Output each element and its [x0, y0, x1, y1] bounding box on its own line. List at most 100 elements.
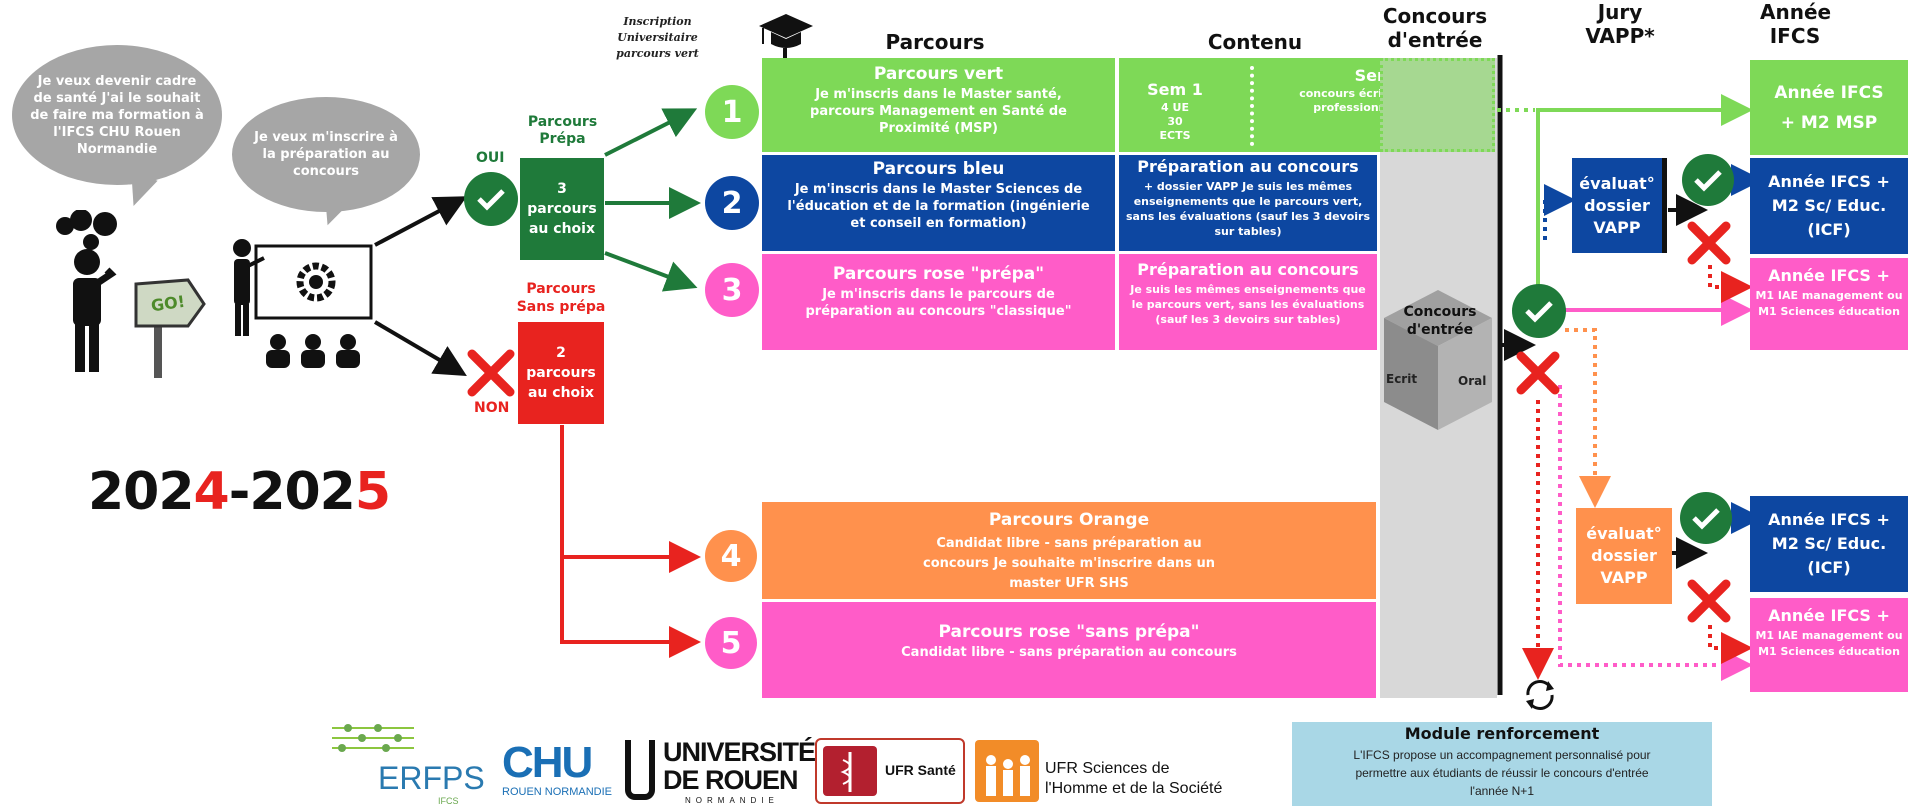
header-concours: Concours d'entrée: [1382, 4, 1488, 52]
annee-rose-2-title: Année IFCS +: [1768, 606, 1890, 625]
erfps-sub: IFCS: [438, 796, 459, 806]
vapp-box-1-label: évaluat° dossier VAPP: [1579, 173, 1655, 237]
chu-logo: CHU ROUEN NORMANDIE: [500, 740, 620, 806]
caduceus-icon: [840, 752, 852, 792]
number-circle-5: 5: [705, 617, 757, 669]
parcours-prepa-box: 3 parcours au choix: [520, 158, 604, 260]
univ-line1: UNIVERSITÉ: [663, 737, 816, 767]
parcours-rose-sans-prepa-title: Parcours rose "sans prépa": [938, 622, 1200, 642]
parcours-bleu-box: Parcours bleu Je m'inscris dans le Maste…: [762, 155, 1115, 251]
number-circle-3: 3: [705, 263, 759, 317]
ufr-sante-logo: UFR Santé: [815, 738, 965, 804]
annee-rose-1-box: Année IFCS + M1 IAE management ou M1 Sci…: [1750, 258, 1908, 350]
concours-success-check-icon: [1512, 284, 1566, 338]
oui-label: OUI: [476, 150, 505, 166]
number-circle-1: 1: [705, 85, 759, 139]
thinking-person-icon: [56, 210, 117, 372]
sem2-overlay: [1380, 58, 1495, 152]
parcours-orange-title: Parcours Orange: [988, 510, 1150, 530]
vapp-2-success-check-icon: [1680, 492, 1732, 544]
contenu-sem1: Sem 1 4 UE 30 ECTS: [1125, 80, 1225, 143]
ufr-sante-text: UFR Santé: [885, 762, 956, 778]
sem1-title: Sem 1: [1147, 80, 1203, 99]
speech-bubble-right: Je veux m'inscrire à la préparation au c…: [232, 97, 420, 212]
vapp-1-success-check-icon: [1682, 154, 1734, 206]
parcours-prepa-label: Parcours Prépa: [527, 114, 598, 147]
parcours-vert-box: Parcours vert Je m'inscris dans le Maste…: [762, 58, 1115, 152]
people-silhouettes-icon: [986, 755, 1030, 796]
refresh-icon: [1526, 680, 1554, 710]
univ-rouen-logo: UNIVERSITÉ DE ROUEN NORMANDIE: [625, 736, 816, 806]
parcours-rose-prepa-box: Parcours rose "prépa" Je m'inscris dans …: [762, 254, 1115, 350]
graduation-cap-icon: [759, 14, 813, 48]
module-renforcement-box: Module renforcement L'IFCS propose un ac…: [1292, 722, 1712, 806]
annee-rose-2-detail: M1 IAE management ou M1 Sciences éducati…: [1755, 629, 1903, 658]
parcours-bleu-title: Parcours bleu: [872, 159, 1005, 179]
annee-bleu-2-text: Année IFCS + M2 Sc/ Educ. (ICF): [1768, 510, 1890, 577]
module-title: Module renforcement: [1404, 724, 1600, 743]
vapp-box-2: évaluat° dossier VAPP: [1576, 508, 1672, 604]
oui-check-icon: [464, 172, 518, 226]
presenter-icon: [233, 239, 373, 368]
contenu-rose-detail: Je suis les mêmes enseignements que le p…: [1130, 283, 1366, 326]
contenu-bleu-box: Préparation au concours + dossier VAPP J…: [1119, 155, 1377, 251]
contenu-bleu-title: Préparation au concours: [1137, 157, 1359, 176]
univ-line2: DE ROUEN: [663, 765, 799, 795]
year-part-2: 4: [193, 462, 230, 522]
year-part-1: 202: [88, 462, 195, 522]
erfps-dots-icon: [332, 724, 414, 752]
ufr-shs-logo: UFR Sciences de l'Homme et de la Société: [975, 738, 1255, 804]
parcours-rose-sans-prepa-desc: Candidat libre - sans préparation au con…: [901, 645, 1237, 660]
cube-icon: [1384, 290, 1492, 430]
annee-rose-1-title: Année IFCS +: [1768, 266, 1890, 285]
annee-vert-box: Année IFCS + M2 MSP: [1750, 60, 1908, 155]
year-part-4: 5: [354, 462, 391, 522]
annee-rose-1-detail: M1 IAE management ou M1 Sciences éducati…: [1755, 289, 1903, 318]
vapp-1-fail-cross-icon: [1687, 221, 1731, 265]
header-contenu: Contenu: [1207, 30, 1303, 54]
cube-title: Concours d'entrée: [1403, 304, 1477, 338]
erfps-text: ERFPS: [378, 760, 485, 796]
annee-vert-text: Année IFCS + M2 MSP: [1774, 82, 1884, 133]
number-circle-4: 4: [705, 530, 757, 582]
erfps-logo: ERFPS IFCS: [328, 720, 488, 806]
parcours-bleu-desc: Je m'inscris dans le Master Sciences de …: [787, 182, 1090, 231]
univ-u-mark-icon: [625, 740, 655, 800]
go-sign-icon: [134, 278, 206, 378]
chu-sub: ROUEN NORMANDIE: [502, 786, 613, 798]
header-jury: Jury VAPP*: [1585, 0, 1655, 48]
header-parcours: Parcours: [885, 30, 985, 54]
non-cross-icon: [467, 349, 515, 397]
parcours-sans-prepa-box: 2 parcours au choix: [518, 322, 604, 424]
sem-divider: [1250, 66, 1254, 146]
parcours-vert-title: Parcours vert: [873, 64, 1004, 84]
parcours-rose-prepa-title: Parcours rose "prépa": [832, 264, 1045, 284]
annee-bleu-1-box: Année IFCS + M2 Sc/ Educ. (ICF): [1750, 158, 1908, 254]
sem1-detail: 4 UE 30 ECTS: [1159, 101, 1191, 142]
vapp-box-1: évaluat° dossier VAPP: [1572, 158, 1667, 253]
cube-ecrit: Ecrit: [1386, 372, 1418, 386]
parcours-sans-prepa-box-text: 2 parcours au choix: [526, 345, 596, 401]
number-circle-2: 2: [705, 176, 759, 230]
contenu-bleu-detail: + dossier VAPP Je suis les mêmes enseign…: [1126, 180, 1370, 238]
inscription-note: Inscription Universitaire parcours vert: [616, 15, 699, 60]
contenu-rose-title: Préparation au concours: [1137, 260, 1359, 279]
vapp-2-fail-cross-icon: [1687, 579, 1731, 623]
parcours-sans-prepa-label: Parcours Sans prépa: [516, 281, 606, 315]
parcours-rose-sans-prepa-box: Parcours rose "sans prépa" Candidat libr…: [762, 602, 1376, 698]
module-text: L'IFCS propose un accompagnement personn…: [1353, 748, 1651, 798]
parcours-vert-desc: Je m'inscris dans le Master santé, parco…: [810, 87, 1067, 136]
annee-rose-2-box: Année IFCS + M1 IAE management ou M1 Sci…: [1750, 598, 1908, 692]
vapp-box-2-label: évaluat° dossier VAPP: [1586, 524, 1662, 587]
non-label: NON: [474, 400, 510, 416]
academic-year: 2024-2025: [88, 462, 391, 522]
header-annee: Année IFCS: [1760, 0, 1832, 48]
parcours-prepa-box-text: 3 parcours au choix: [527, 181, 597, 237]
speech-bubble-left: Je veux devenir cadre de santé J'ai le s…: [12, 45, 222, 185]
parcours-rose-prepa-desc: Je m'inscris dans le parcours de prépara…: [805, 287, 1072, 319]
annee-bleu-2-box: Année IFCS + M2 Sc/ Educ. (ICF): [1750, 496, 1908, 592]
ufr-shs-line2: l'Homme et de la Société: [1045, 780, 1223, 797]
ufr-shs-line1: UFR Sciences de: [1045, 760, 1170, 777]
concours-fail-cross-icon: [1516, 351, 1560, 395]
